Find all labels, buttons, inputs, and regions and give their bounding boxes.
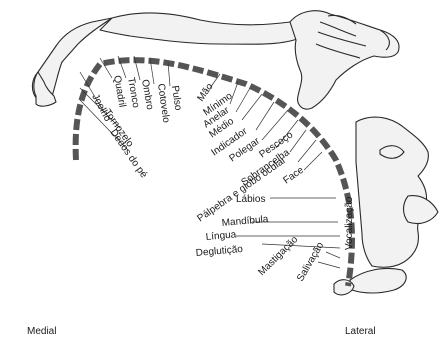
- label-lingua: Língua: [205, 229, 237, 243]
- lips-drawing: [404, 196, 439, 224]
- hand-drawing: [290, 11, 399, 109]
- label-quadril: Quadril: [111, 75, 127, 109]
- lateral-label: Lateral: [345, 326, 376, 337]
- throat-drawing: [334, 280, 354, 295]
- tongue-drawing: [350, 268, 406, 293]
- face-drawing: [356, 117, 428, 267]
- label-face: Face: [281, 164, 306, 186]
- medial-label: Medial: [27, 326, 56, 337]
- label-mastigacao: Mastigação: [256, 234, 300, 278]
- label-cotovelo: Cotovelo: [155, 83, 171, 124]
- arm-drawing: [100, 13, 302, 44]
- label-pulso: Pulso: [169, 85, 183, 112]
- label-palpebra: Pálpebra e globo ocular: [195, 154, 288, 224]
- label-vocalizacao: Vocalização: [344, 196, 355, 250]
- label-mandibula: Mandíbula: [221, 214, 269, 229]
- label-degluticao: Deglutição: [195, 244, 243, 259]
- label-labios: Lábios: [236, 194, 265, 205]
